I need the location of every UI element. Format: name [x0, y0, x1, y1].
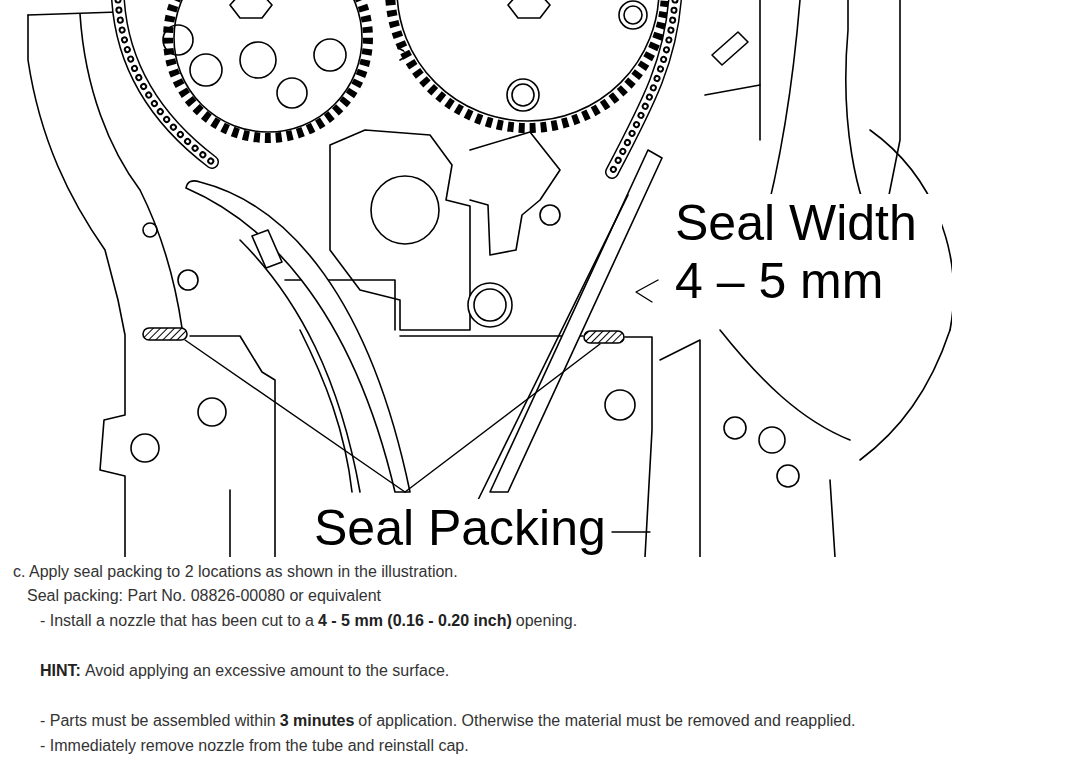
chain-outer: [612, 0, 675, 172]
chain-pin-center: [612, 0, 675, 172]
bolt-hole: [759, 427, 785, 453]
instruction-text: Avoid applying an excessive amount to th…: [85, 662, 449, 679]
sprocket-hole: [619, 1, 647, 29]
sprocket-hole: [163, 25, 193, 55]
emphasis-text: HINT:: [40, 662, 81, 679]
sprocket-hole: [512, 84, 534, 106]
block-edge: [625, 337, 652, 557]
dimension-label: Seal Width 4 – 5 mm: [673, 194, 942, 310]
instruction-text: opening.: [516, 612, 577, 629]
sprocket-rim: [174, 0, 362, 132]
instruction-line: c. Apply seal packing to 2 locations as …: [13, 562, 458, 582]
leader-line: [636, 280, 658, 302]
instruction-text: - Parts must be assembled within: [40, 712, 276, 729]
dowel-pin: [712, 32, 748, 65]
sprocket-hole: [190, 54, 222, 86]
casing-edge: [28, 12, 118, 15]
hex-bolt: [508, 0, 550, 18]
boss: [468, 283, 512, 327]
guide-edge: [300, 330, 352, 492]
instruction-text: c. Apply seal packing to 2 locations as …: [13, 563, 458, 580]
chain-pin: [118, 0, 212, 162]
instruction-text: - Install a nozzle that has been cut to …: [40, 612, 314, 629]
timing-chain: [118, 0, 675, 172]
casing-edge: [720, 330, 850, 440]
bolt-hole: [605, 390, 635, 420]
block-edge: [229, 490, 231, 557]
bolt-hole: [724, 417, 746, 439]
sprocket-hole: [624, 6, 642, 24]
block-edge: [400, 335, 583, 337]
instruction-text: - Immediately remove nozzle from the tub…: [40, 737, 469, 754]
bolt-hole: [178, 270, 198, 290]
bolt-hole: [131, 434, 159, 462]
sprocket-fill: [168, 0, 368, 138]
instruction-text: of application. Otherwise the material m…: [358, 712, 855, 729]
housing-bore: [371, 176, 439, 244]
chain-inner: [612, 0, 675, 172]
guide-bracket: [252, 230, 282, 268]
sprocket-fill: [390, 0, 666, 128]
leader-line: [185, 340, 405, 492]
pump-housing: [330, 130, 470, 330]
casing-edge: [660, 340, 835, 557]
illustration-group: [28, 0, 952, 557]
emphasis-text: 3 minutes: [280, 712, 355, 729]
bolt-hole: [777, 465, 799, 487]
chain-pin-center: [118, 0, 212, 162]
chain-guide: [490, 150, 662, 492]
guide-edge: [240, 240, 360, 492]
bolt-hole: [143, 223, 157, 237]
casing-edge: [705, 85, 760, 95]
sprocket-teeth: [390, 0, 666, 128]
block-edge: [190, 336, 275, 557]
instruction-line: - Install a nozzle that has been cut to …: [40, 611, 577, 631]
instruction-line: HINT:Avoid applying an excessive amount …: [40, 661, 449, 681]
casing-edge: [28, 15, 125, 557]
leader-line: [612, 531, 650, 532]
sprocket-hole: [277, 78, 307, 108]
seal-bead: [143, 328, 187, 340]
callout-label: Seal Packing: [312, 499, 608, 557]
chain-outer: [118, 0, 212, 162]
instruction-line: - Parts must be assembled within3 minute…: [40, 711, 856, 731]
bolt-hole: [540, 205, 560, 225]
leader-line: [405, 344, 600, 492]
emphasis-text: 4 - 5 mm (0.16 - 0.20 inch): [318, 612, 512, 629]
pulley-arc: [860, 330, 950, 460]
sprocket-hole: [314, 39, 346, 71]
instruction-line: Seal packing: Part No. 08826-00080 or eq…: [27, 586, 381, 606]
instruction-line: - Immediately remove nozzle from the tub…: [40, 736, 469, 756]
chain-guide: [186, 181, 410, 492]
seal-bead: [584, 331, 624, 343]
sprocket-hole: [507, 79, 539, 111]
guide-edge: [478, 195, 628, 500]
chain-pin: [612, 0, 675, 172]
boss-hole: [474, 289, 506, 321]
sprocket-teeth: [168, 0, 368, 138]
sprocket-rim: [397, 0, 659, 121]
sprocket-hole: [240, 42, 276, 78]
chain-inner: [118, 0, 212, 162]
bolt-hole: [198, 398, 226, 426]
bracket: [470, 132, 560, 255]
casing-edge: [759, 0, 761, 140]
hex-bolt: [230, 0, 272, 18]
instruction-text: Seal packing: Part No. 08826-00080 or eq…: [27, 587, 381, 604]
